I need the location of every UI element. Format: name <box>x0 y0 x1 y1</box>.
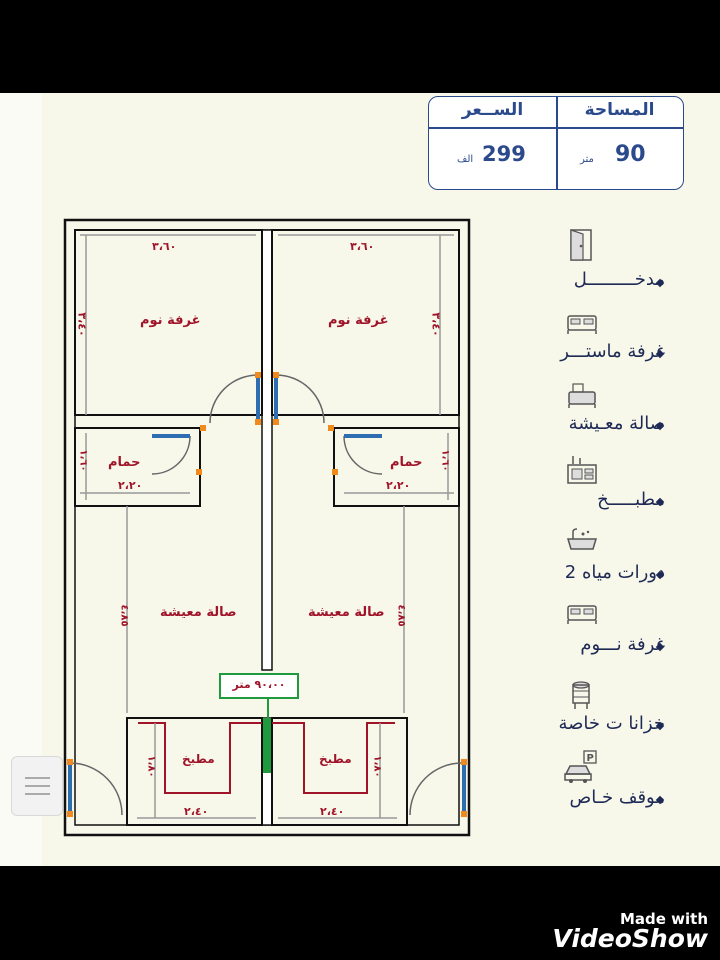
feature-parking: موقف خـاص <box>569 787 665 808</box>
bath-left-label: حمام <box>108 455 141 470</box>
dim-bedroom-right-width: ٣،٦٠ <box>350 240 375 253</box>
kitchen-icon <box>567 456 597 484</box>
dim-bath-right-width: ٢،٢٠ <box>386 479 411 492</box>
price-unit: الف <box>457 154 474 165</box>
kitchen-left-label: مطبخ <box>182 752 215 766</box>
hamburger-line <box>25 777 50 779</box>
watermark-line1: Made with <box>619 910 708 928</box>
watermark: Made with VideoShow <box>552 910 708 953</box>
watermark-line2: VideoShow <box>552 924 708 953</box>
dim-kitchen-left-height: ١،٨٠ <box>145 755 157 778</box>
dim-bath-left-height: ١،٦٠ <box>77 449 89 472</box>
bedroom-left-label: غرفة نوم <box>140 313 201 328</box>
table-divider-horizontal <box>429 127 683 129</box>
price-area-table: المساحة الســعر 90 متر 299 الف <box>428 96 684 190</box>
feature-entrance: مدخـــــــــل <box>573 269 665 290</box>
table-divider-vertical <box>556 97 558 189</box>
feature-kitchen: مطبـــــخ <box>597 489 665 510</box>
parking-car-icon: P <box>564 750 597 783</box>
area-header: المساحة <box>584 100 655 120</box>
feature-water-tanks: خزانا ت خاصة <box>558 713 666 734</box>
total-area-tag: ٩٠،٠٠ متر <box>232 678 286 691</box>
dim-bedroom-right-height: ٣،٤٠ <box>429 312 443 337</box>
bed-icon-2 <box>567 605 597 624</box>
bedroom-right-label: غرفة نوم <box>328 313 389 328</box>
feature-bedroom: غرفة نـــوم <box>580 634 665 655</box>
kitchen-right-label: مطبخ <box>319 752 352 766</box>
area-unit: متر <box>580 154 594 165</box>
hamburger-line <box>25 793 50 795</box>
svg-text:P: P <box>587 753 594 764</box>
price-value: 299 <box>482 142 526 166</box>
slide-panel: المساحة الســعر 90 متر 299 الف <box>0 93 720 866</box>
feature-living-room: صالة معـيشة <box>568 413 665 434</box>
dim-kitchen-right-height: ١،٨٠ <box>371 755 383 778</box>
bed-icon <box>567 315 597 334</box>
dim-bath-left-width: ٢،٢٠ <box>118 479 143 492</box>
dim-bedroom-left-height: ٣،٤٠ <box>75 312 89 337</box>
menu-button[interactable] <box>11 756 63 816</box>
panel-left-strip <box>0 93 42 866</box>
dim-living-right-height: ٤،٨٥ <box>395 604 407 627</box>
feature-bathrooms: 2 دورات مياه <box>564 562 665 583</box>
bathtub-icon <box>566 528 598 550</box>
door-icon <box>570 229 592 261</box>
bath-right-label: حمام <box>390 455 423 470</box>
living-left-label: صالة معيشة <box>160 605 237 620</box>
dim-bedroom-left-width: ٣،٦٠ <box>152 240 177 253</box>
feature-master-bedroom: غرفة ماستـــر <box>560 341 665 362</box>
dim-kitchen-right-width: ٢،٤٠ <box>320 805 345 818</box>
dim-kitchen-left-width: ٢،٤٠ <box>184 805 209 818</box>
living-right-label: صالة معيشة <box>308 605 385 620</box>
dim-living-left-height: ٤،٨٥ <box>118 604 130 627</box>
area-value: 90 <box>615 142 646 167</box>
dim-bath-right-height: ١،٦٠ <box>439 449 451 472</box>
price-header: الســعر <box>461 100 524 120</box>
water-tank-icon <box>572 681 590 709</box>
sofa-icon <box>568 383 596 408</box>
floor-plan <box>63 218 471 837</box>
hamburger-line <box>25 785 50 787</box>
